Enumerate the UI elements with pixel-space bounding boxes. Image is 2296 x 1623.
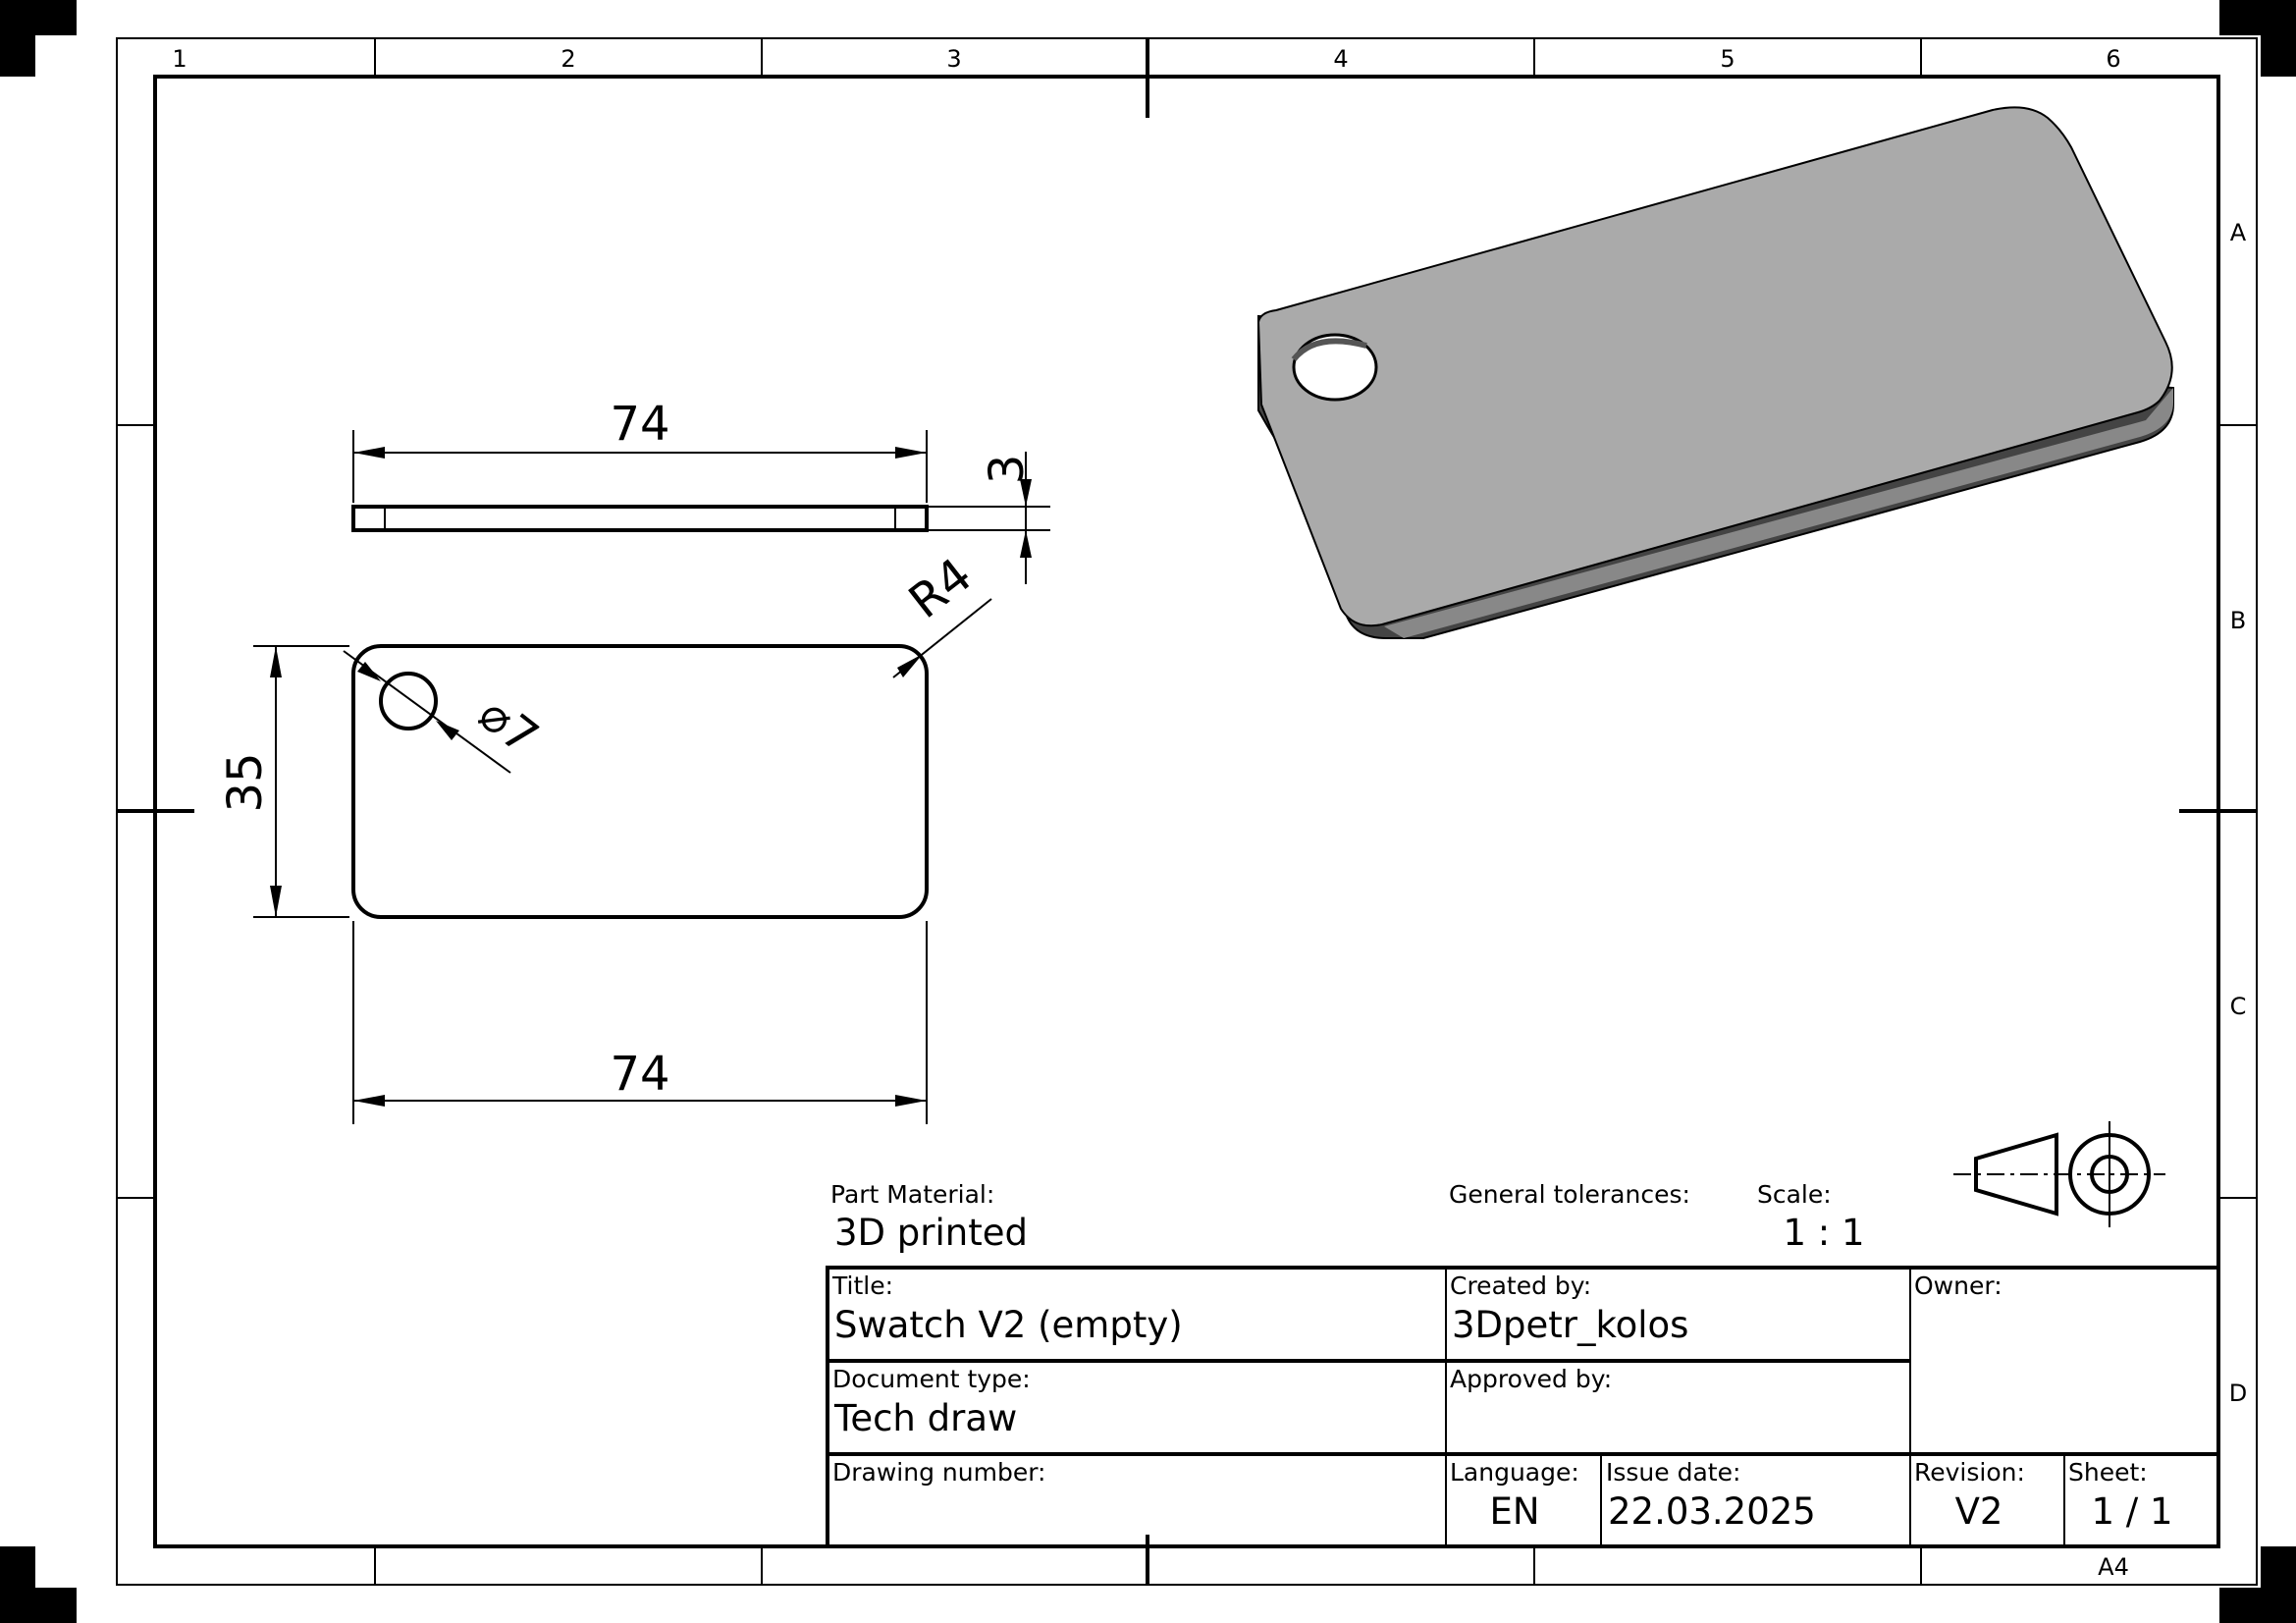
- created-by-value: 3Dpetr_kolos: [1452, 1304, 1688, 1346]
- dim-hole-diameter: ⌀7: [468, 686, 548, 766]
- title-value: Swatch V2 (empty): [834, 1304, 1183, 1346]
- grid-column-6: 6: [2106, 45, 2120, 73]
- title-block: [826, 1266, 2220, 1548]
- drawing-number-label: Drawing number:: [832, 1458, 1045, 1487]
- grid-row-d: D: [2229, 1380, 2247, 1407]
- grid-column-4: 4: [1333, 45, 1348, 73]
- issue-date-label: Issue date:: [1606, 1458, 1740, 1487]
- grid-column-2: 2: [561, 45, 575, 73]
- grid-row-a: A: [2230, 219, 2247, 246]
- sheet-label: Sheet:: [2068, 1458, 2148, 1487]
- paper-format: A4: [2098, 1553, 2129, 1581]
- tolerances-label: General tolerances:: [1449, 1180, 1690, 1209]
- sheet-value: 1 / 1: [2091, 1490, 2172, 1533]
- scale-label: Scale:: [1757, 1180, 1832, 1209]
- revision-label: Revision:: [1914, 1458, 2025, 1487]
- grid-row-c: C: [2230, 993, 2247, 1020]
- iso-mount-hole: [1292, 333, 1378, 402]
- material-label: Part Material:: [830, 1180, 994, 1209]
- grid-row-b: B: [2230, 607, 2246, 634]
- side-view: [351, 430, 1050, 584]
- material-value: 3D printed: [834, 1212, 1028, 1254]
- created-by-label: Created by:: [1450, 1271, 1591, 1300]
- dim-thickness: 3: [980, 455, 1035, 485]
- grid-column-dividers: [117, 38, 2257, 1585]
- projection-symbol: [1953, 1121, 2165, 1227]
- front-view: [253, 598, 992, 1124]
- revision-value: V2: [1955, 1490, 2003, 1533]
- dim-top-width: 74: [610, 397, 669, 452]
- approved-by-label: Approved by:: [1450, 1365, 1612, 1393]
- centering-marks: [117, 38, 2257, 1585]
- isometric-view: [1256, 106, 2174, 639]
- issue-date-value: 22.03.2025: [1608, 1490, 1816, 1533]
- owner-label: Owner:: [1914, 1271, 2002, 1300]
- language-value: EN: [1489, 1490, 1539, 1533]
- scale-value: 1 : 1: [1783, 1212, 1864, 1254]
- grid-column-5: 5: [1720, 45, 1735, 73]
- mount-hole: [379, 672, 438, 730]
- grid-column-1: 1: [172, 45, 187, 73]
- dim-height: 35: [218, 752, 273, 812]
- title-label: Title:: [831, 1271, 893, 1300]
- grid-column-3: 3: [946, 45, 961, 73]
- dim-bottom-width: 74: [610, 1047, 669, 1102]
- document-type-label: Document type:: [832, 1365, 1031, 1393]
- document-type-value: Tech draw: [833, 1397, 1017, 1439]
- language-label: Language:: [1450, 1458, 1579, 1487]
